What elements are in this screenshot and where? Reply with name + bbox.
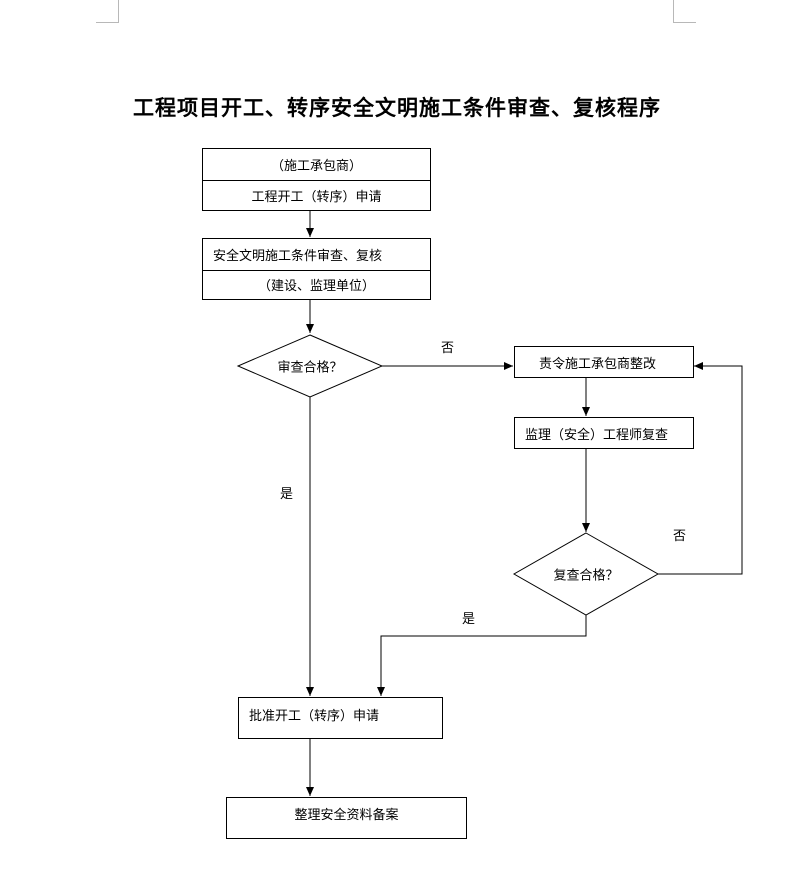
node-approve: 批准开工（转序）申请: [238, 697, 443, 739]
node-rectify: 责令施工承包商整改: [514, 346, 694, 378]
arrow-check2-no-loop-to-rectify: [658, 362, 743, 575]
edge-label-check1-yes: 是: [280, 487, 294, 502]
decision-diamond-check2: [512, 532, 660, 616]
node-approve-label: 批准开工（转序）申请: [249, 708, 380, 724]
node-review-bottom-label: （建设、监理单位）: [257, 279, 375, 294]
node-apply-top-label: （施工承包商）: [270, 159, 362, 174]
node-apply-divider: [203, 180, 430, 181]
decision-diamond-check1: [236, 334, 384, 398]
node-archive-label: 整理安全资料备案: [294, 807, 399, 823]
arrow-check2-yes-to-approve: [377, 615, 587, 696]
edge-label-check2-yes: 是: [462, 612, 476, 627]
crop-mark-top-left-horizontal: [96, 22, 119, 23]
decision-check1-label: 审查合格？: [277, 360, 343, 376]
node-apply-bottom-label: 工程开工（转序）申请: [251, 189, 382, 205]
node-apply: （施工承包商） 工程开工（转序）申请: [202, 148, 431, 211]
crop-mark-top-left-vertical: [118, 0, 119, 22]
edge-label-check2-no: 否: [673, 529, 687, 544]
edge-label-check1-no: 否: [441, 341, 455, 356]
node-recheck-engineer: 监理（安全）工程师复查: [514, 417, 694, 449]
node-review-divider: [203, 270, 430, 271]
crop-mark-top-right-vertical: [673, 0, 674, 22]
crop-mark-top-right-horizontal: [673, 22, 696, 23]
page-title: 工程项目开工、转序安全文明施工条件审查、复核程序: [133, 95, 661, 120]
node-review: 安全文明施工条件审查、复核 （建设、监理单位）: [202, 238, 431, 300]
node-rectify-label: 责令施工承包商整改: [539, 356, 657, 372]
node-review-top-label: 安全文明施工条件审查、复核: [213, 249, 383, 264]
decision-check2-label: 复查合格？: [553, 568, 619, 584]
node-recheck-engineer-label: 监理（安全）工程师复查: [525, 427, 669, 443]
node-archive: 整理安全资料备案: [226, 797, 467, 839]
